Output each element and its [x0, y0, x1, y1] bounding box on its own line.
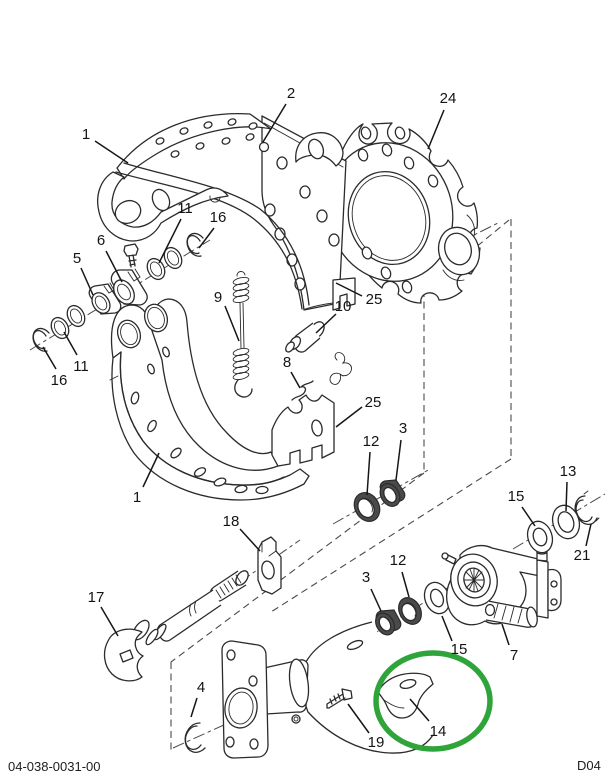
- callout-14: 14: [430, 723, 447, 740]
- bushing-3-mid: [379, 479, 406, 507]
- upper-lining-panel: [116, 113, 272, 180]
- callout-21: 21: [574, 547, 591, 564]
- callout-labels: 1 2 24 5 6 11 16 16 11 9 10 25 8 25 1 18…: [51, 85, 591, 751]
- callout-4: 4: [197, 679, 205, 696]
- highlight-circle: [373, 650, 493, 752]
- anchor-pin-hardware-row: [32, 232, 204, 352]
- slack-adjuster: [441, 544, 562, 628]
- callout-6: 6: [97, 232, 105, 249]
- callout-5: 5: [73, 250, 81, 267]
- camshaft-support-bracket-18: [257, 536, 282, 595]
- callout-10: 10: [335, 298, 352, 315]
- spring-retainer-squiggle: [329, 352, 352, 385]
- washer-13: [551, 504, 581, 540]
- camshaft-bracket-assembly: [221, 621, 434, 759]
- callout-9: 9: [214, 289, 222, 306]
- callout-13: 13: [560, 463, 577, 480]
- adjuster-cylinder: [484, 600, 538, 628]
- callout-11-bottom: 11: [73, 358, 89, 375]
- brake-spider: [322, 122, 481, 304]
- callout-15-upper: 15: [508, 488, 525, 505]
- bearing-12-mid: [353, 492, 381, 522]
- snap-ring-16-left: [32, 327, 50, 352]
- callout-25-upper: 25: [366, 291, 383, 308]
- bolt-19: [326, 688, 353, 709]
- callout-15-lower: 15: [451, 641, 468, 658]
- bracket-strap-14: [377, 672, 434, 719]
- upper-shoe-anchor-feet: [332, 277, 356, 311]
- camshaft-spline-hatch: [215, 574, 242, 599]
- callout-16-top: 16: [210, 209, 227, 226]
- callout-3-lower: 3: [362, 569, 370, 586]
- washer-15-upper: [526, 520, 554, 554]
- bushing-5: [88, 282, 122, 315]
- retainer-ring-4: [184, 722, 206, 753]
- page-code: D04: [577, 758, 601, 773]
- callout-12-lower: 12: [390, 552, 407, 569]
- bushing-3-lower: [375, 609, 402, 636]
- callout-17: 17: [88, 589, 105, 606]
- callout-1-upper: 1: [82, 126, 90, 143]
- grease-fitting: [441, 552, 457, 565]
- snap-ring-16-right: [186, 232, 204, 257]
- upper-lining-rivet-holes: [155, 118, 258, 158]
- lower-shoe-anchor-end: [271, 394, 335, 467]
- upper-brake-shoe: [97, 113, 356, 311]
- drawing-number: 04-038-0031-00: [8, 759, 101, 774]
- callout-19: 19: [368, 734, 385, 751]
- screw-6: [123, 243, 139, 268]
- spline-bore-hatch: [463, 567, 485, 593]
- anchor-pin-clip: [291, 380, 314, 401]
- spider-cam-boss: [437, 214, 481, 281]
- callout-3-mid: 3: [399, 420, 407, 437]
- upper-shoe-web-end: [97, 171, 229, 242]
- callout-25-lower: 25: [365, 394, 382, 411]
- callout-12-mid: 12: [363, 433, 380, 450]
- return-spring: [232, 271, 253, 398]
- s-camshaft: [103, 570, 249, 682]
- bracket-arm: [301, 621, 434, 754]
- callout-1-lower: 1: [133, 489, 141, 506]
- callout-18: 18: [223, 513, 240, 530]
- adjuster-clevis: [536, 549, 562, 619]
- bearing-12-lower: [398, 597, 422, 625]
- lower-lining-rivet-slots: [130, 391, 269, 495]
- callout-16-bottom: 16: [51, 372, 68, 389]
- callout-8: 8: [283, 354, 291, 371]
- cam-roller: [285, 321, 325, 353]
- lower-brake-shoe: [109, 298, 335, 501]
- callout-7: 7: [510, 647, 518, 664]
- callout-24: 24: [440, 90, 457, 107]
- washer-15-lower: [423, 581, 451, 615]
- callout-11-top: 11: [177, 200, 193, 217]
- callout-2: 2: [287, 85, 295, 102]
- leader-lines: [42, 103, 592, 734]
